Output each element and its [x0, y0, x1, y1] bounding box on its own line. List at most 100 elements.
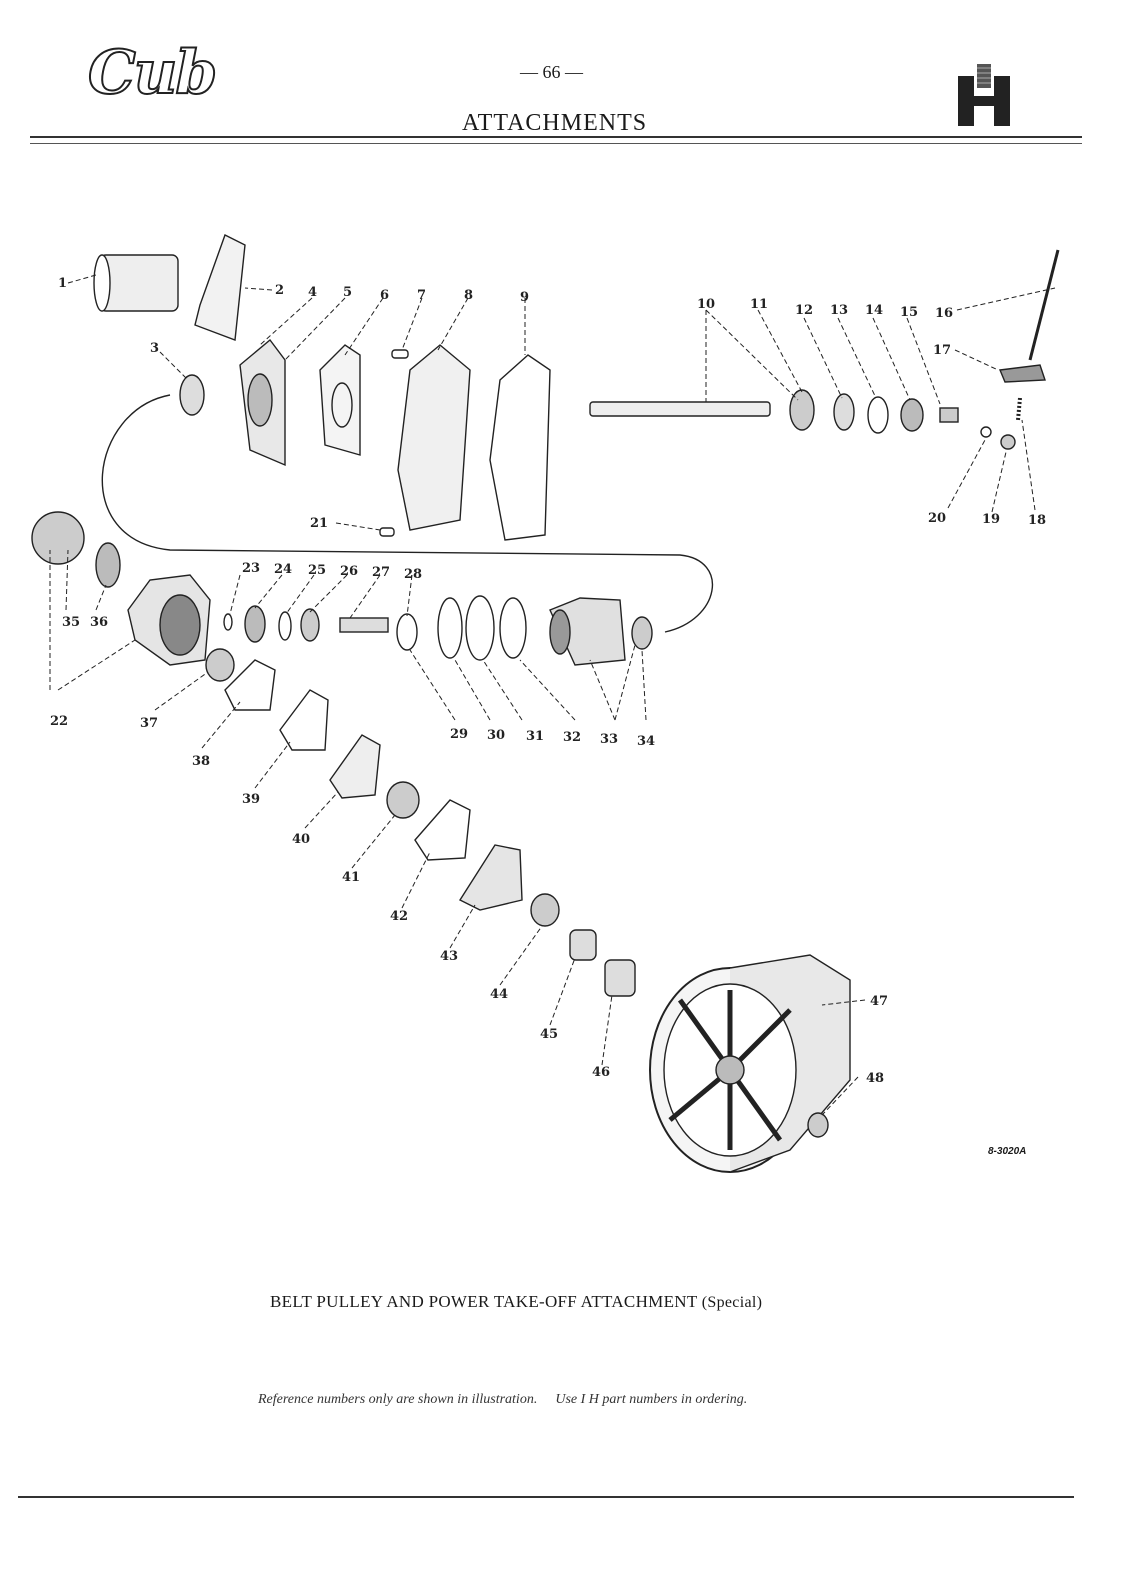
- part-bearing-26: [300, 608, 320, 642]
- part-pin-7: [391, 349, 409, 359]
- label-39: 39: [242, 792, 260, 807]
- label-2: 2: [275, 283, 284, 298]
- caption-qualifier: (Special): [701, 1294, 763, 1311]
- ordering-note-part2: Use I H part numbers in ordering.: [555, 1392, 748, 1407]
- label-5: 5: [343, 285, 352, 300]
- ordering-note: Reference numbers only are shown in illu…: [258, 1392, 747, 1408]
- label-19: 19: [982, 512, 1000, 527]
- label-31: 31: [526, 729, 544, 744]
- footer-rule: [18, 1496, 1074, 1498]
- part-bearing-11: [789, 389, 815, 431]
- label-45: 45: [540, 1027, 558, 1042]
- label-24: 24: [274, 562, 292, 577]
- part-bearing-3: [179, 374, 205, 416]
- label-18: 18: [1028, 513, 1046, 528]
- part-nut-19: [1000, 434, 1016, 450]
- part-gasket-39: [279, 689, 329, 751]
- label-22: 22: [50, 714, 68, 729]
- caption-title: BELT PULLEY AND POWER TAKE-OFF ATTACHMEN…: [270, 1292, 698, 1311]
- label-12: 12: [795, 303, 813, 318]
- label-30: 30: [487, 728, 505, 743]
- part-pin-21: [379, 527, 395, 537]
- label-23: 23: [242, 561, 260, 576]
- part-sleeve-45: [569, 929, 597, 961]
- part-gasket-42: [414, 799, 471, 861]
- part-ring-13: [867, 396, 889, 434]
- label-42: 42: [390, 909, 408, 924]
- label-9: 9: [520, 290, 529, 305]
- part-spring-18: [1016, 397, 1022, 421]
- part-washer-12: [833, 393, 855, 431]
- part-bearing-34: [631, 616, 653, 650]
- label-38: 38: [192, 754, 210, 769]
- part-rod-16: [1028, 249, 1060, 361]
- part-nut-48: [807, 1112, 829, 1138]
- label-43: 43: [440, 949, 458, 964]
- header-rule: [30, 136, 1082, 138]
- page-number: — 66 —: [520, 62, 583, 82]
- label-4: 4: [308, 285, 317, 300]
- label-16: 16: [935, 306, 953, 321]
- part-key-15: [939, 407, 959, 423]
- label-41: 41: [342, 870, 360, 885]
- label-27: 27: [372, 565, 390, 580]
- part-plate-43: [458, 844, 523, 911]
- part-plate-40: [329, 734, 381, 799]
- label-3: 3: [150, 341, 159, 356]
- ih-logo: [958, 64, 1010, 126]
- cub-logo: Cub: [87, 37, 218, 109]
- label-6: 6: [380, 288, 389, 303]
- label-10: 10: [697, 297, 715, 312]
- part-lever-17: [998, 364, 1046, 383]
- figure-code: 8-3020A: [988, 1146, 1027, 1157]
- part-gear-24: [244, 605, 266, 643]
- section-title: ATTACHMENTS: [462, 110, 648, 136]
- label-46: 46: [592, 1065, 610, 1080]
- label-20: 20: [928, 511, 946, 526]
- part-gasket-6: [319, 344, 361, 456]
- label-15: 15: [900, 305, 918, 320]
- part-sleeve-46: [604, 959, 636, 997]
- exploded-parts-diagram: 1 2 3 4 5 6 7 8 9 10 11 12 13 14 15 16 1…: [31, 234, 1060, 1173]
- part-plate-8: [397, 344, 471, 531]
- label-36: 36: [90, 615, 108, 630]
- header-rule-thin: [30, 143, 1082, 144]
- part-hub-33: [549, 597, 626, 666]
- figure-caption: BELT PULLEY AND POWER TAKE-OFF ATTACHMEN…: [270, 1292, 762, 1312]
- part-shaft: [589, 401, 771, 417]
- label-25: 25: [308, 563, 326, 578]
- part-shaft-27: [339, 617, 389, 633]
- label-26: 26: [340, 564, 358, 579]
- part-cap-35: [31, 511, 85, 565]
- label-17: 17: [933, 343, 951, 358]
- label-1: 1: [58, 276, 67, 291]
- label-7: 7: [417, 288, 426, 303]
- ordering-note-part1: Reference numbers only are shown in illu…: [258, 1392, 538, 1407]
- reference-numbers: 1 2 3 4 5 6 7 8 9 10 11 12 13 14 15 16 1…: [50, 276, 1046, 1086]
- label-21: 21: [310, 516, 328, 531]
- label-47: 47: [870, 994, 888, 1009]
- part-gasket-38: [224, 659, 276, 711]
- part-cover-plate: [194, 234, 246, 341]
- label-13: 13: [830, 303, 848, 318]
- label-8: 8: [464, 288, 473, 303]
- label-37: 37: [140, 716, 158, 731]
- label-40: 40: [292, 832, 310, 847]
- part-bearing-37: [205, 648, 235, 682]
- label-44: 44: [490, 987, 508, 1002]
- label-28: 28: [404, 567, 422, 582]
- part-washer-20: [980, 426, 992, 438]
- part-gear-36: [95, 542, 121, 588]
- part-gear-14: [900, 398, 924, 432]
- part-bearing-41: [386, 781, 420, 819]
- label-34: 34: [637, 734, 655, 749]
- label-32: 32: [563, 730, 581, 745]
- part-sleeve: [99, 254, 179, 312]
- label-29: 29: [450, 727, 468, 742]
- part-gasket-9: [489, 354, 551, 541]
- label-33: 33: [600, 732, 618, 747]
- label-48: 48: [866, 1071, 884, 1086]
- label-35: 35: [62, 615, 80, 630]
- label-14: 14: [865, 303, 883, 318]
- label-11: 11: [750, 297, 768, 312]
